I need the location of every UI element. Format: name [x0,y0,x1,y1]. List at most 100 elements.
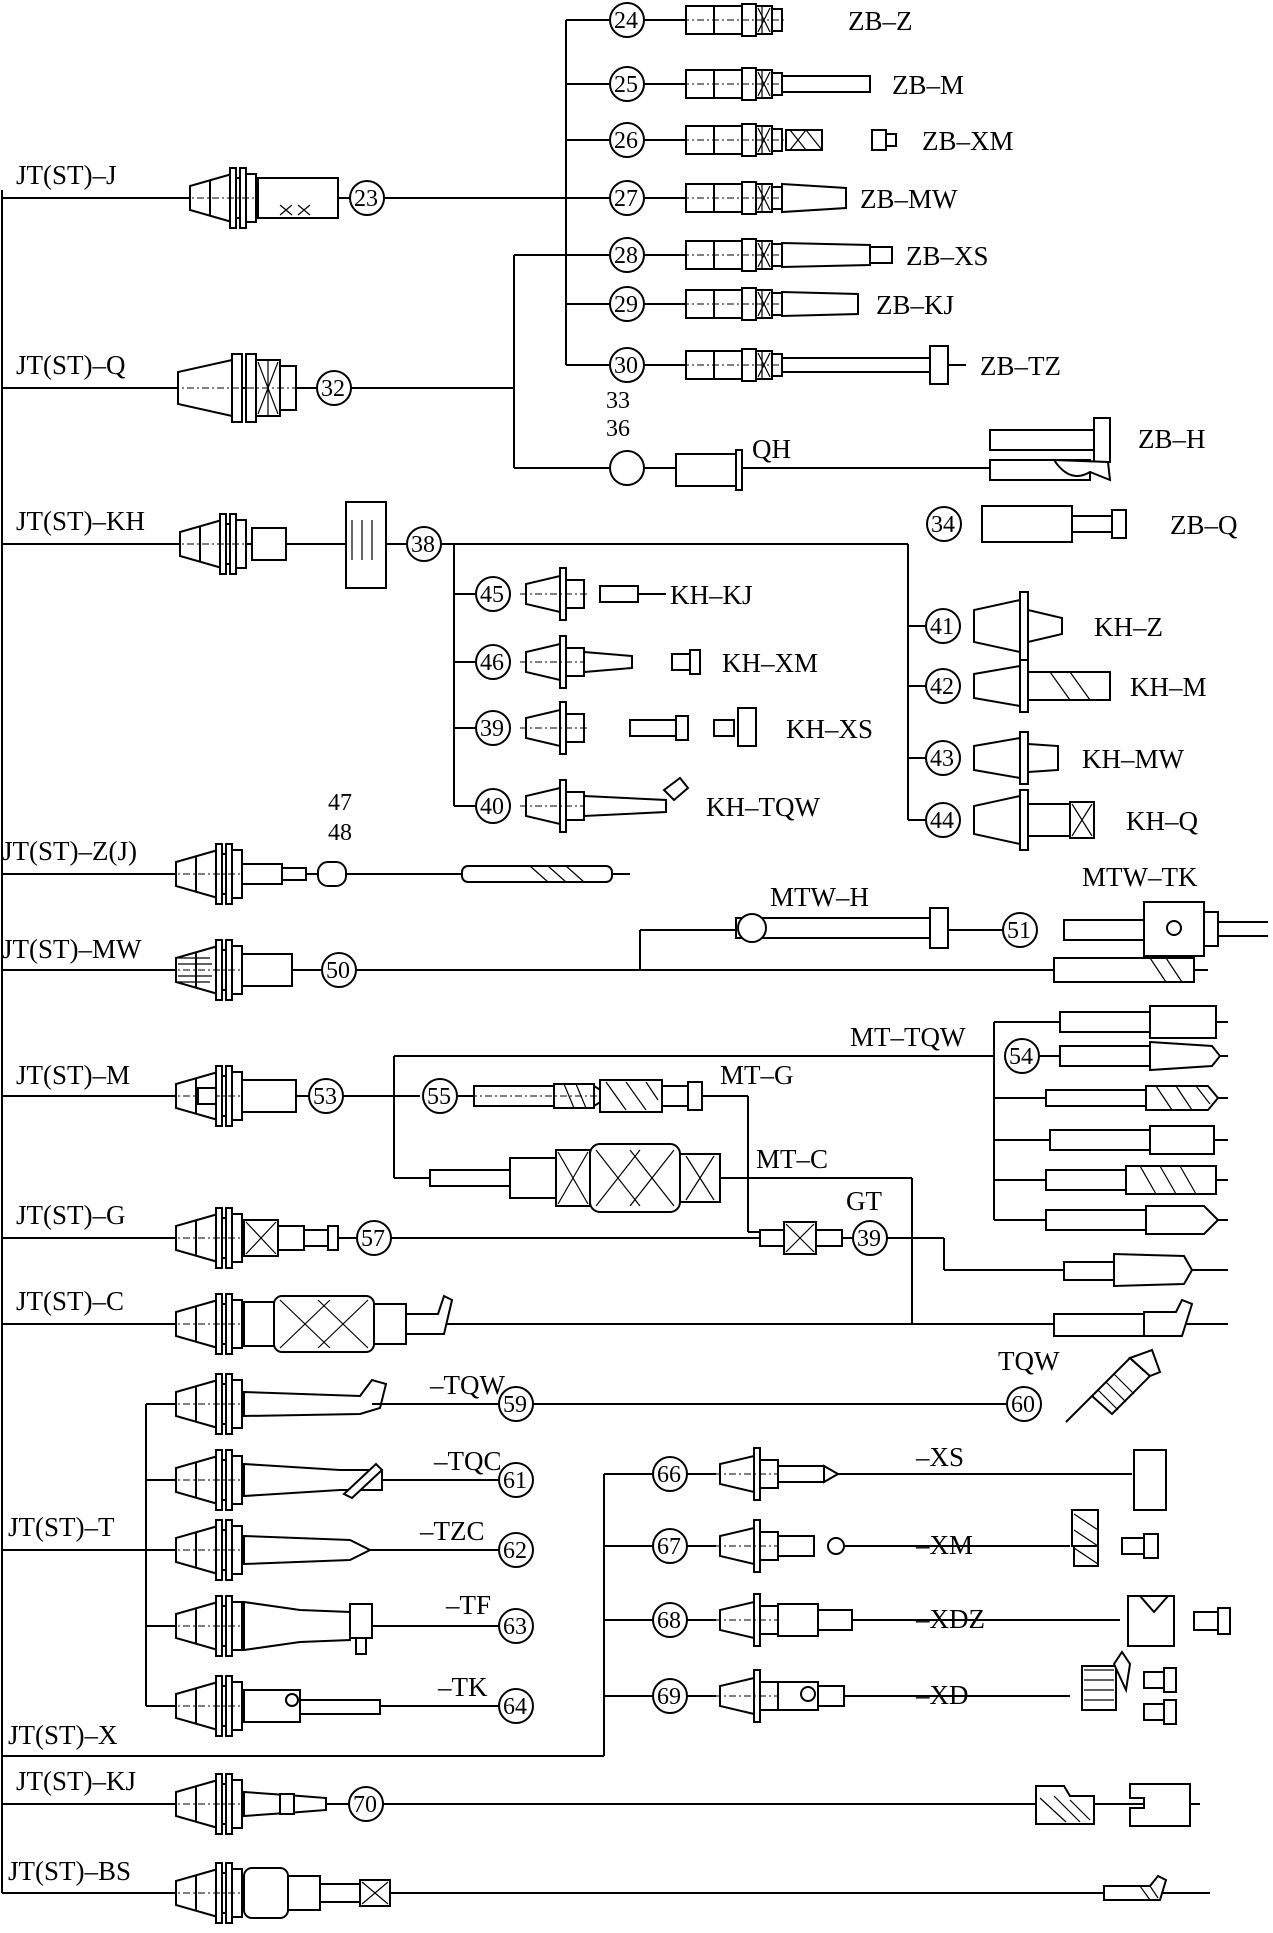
row-kh-xs: 39 KH–XS [454,701,873,755]
family-label: JT(ST)–MW [2,934,142,964]
callout-number: 26 [614,128,638,154]
row-zb-kj: 29 ZB–KJ [566,286,954,322]
tool-code-label: ZB–MW [860,184,958,214]
row-zb-z: 24 ZB–Z [566,2,913,38]
callout-number: 62 [503,1538,527,1564]
family-label: JT(ST)–KH [16,506,145,536]
row-j: JT(ST)–J 23 [2,160,614,229]
callout-number: 27 [614,186,638,212]
tool-code-label: QH [752,434,791,464]
callout-circle [737,913,767,943]
callout-number: 28 [614,243,638,269]
tool-code-label: –TK [437,1672,488,1702]
callout-circle [321,952,357,988]
callout-circle [498,1462,534,1498]
tool-code-label: TQW [998,1346,1060,1376]
tool-code-label: ZB–H [1138,424,1206,454]
row-g: JT(ST)–G 57 39 GT [2,1186,1228,1288]
callout-number: 40 [480,794,504,820]
row-zb-tz: 30 ZB–TZ [566,345,1061,385]
callout-circle [316,370,352,406]
callout-number: 33 [606,388,630,414]
callout-number: 32 [321,376,345,402]
callout-number: 44 [930,808,954,834]
tool-code-label: KH–MW [1082,744,1185,774]
callout-number: 23 [354,186,378,212]
row-kh-xm: 46 KH–XM [454,635,818,689]
callout-circle [475,576,511,612]
row-kh: JT(ST)–KH 38 [2,501,909,820]
family-label: JT(ST)–J [16,160,117,190]
callout-number: 60 [1011,1392,1035,1418]
callout-circle [800,1686,816,1702]
callout-number: 67 [657,1534,681,1560]
callout-circle [925,802,961,838]
callout-number: 54 [1009,1044,1033,1070]
row-zb-mw: 27 ZB–MW [609,180,958,216]
family-label: JT(ST)–Q [16,350,126,380]
callout-number: 66 [657,1462,681,1488]
row-zb-m: 25 ZB–M [566,66,964,102]
row-m: JT(ST)–M 53 55 MT–G MT–C [2,1055,1228,1325]
callout-number: 46 [480,650,504,676]
tool-code-label: MTW–H [770,882,869,912]
tool-code-label: MT–C [756,1144,828,1174]
callout-number: 69 [657,1684,681,1710]
tool-code-label: MT–G [720,1060,794,1090]
callout-number: 59 [503,1392,527,1418]
callout-number: 57 [361,1226,385,1252]
callout-number: 64 [503,1694,527,1720]
tool-code-label: –TQC [433,1446,502,1476]
tool-code-label: ZB–Z [848,6,913,36]
callout-number: 48 [328,820,352,846]
callout-circle [925,740,961,776]
tool-code-label: KH–KJ [670,580,753,610]
callout-number: 41 [930,614,954,640]
callout-circle [475,788,511,824]
callout-circle [348,1786,384,1822]
row-mw: JT(ST)–MW 50 MTW–H 51 MTW–TK [2,862,1268,1001]
callout-number: 53 [313,1084,337,1110]
callout-circle [308,1078,344,1114]
callout-circle [926,506,962,542]
callout-circle [1166,920,1182,936]
tool-code-label: –XS [915,1442,964,1472]
callout-circle [827,1537,845,1555]
callout-number: 51 [1007,918,1031,944]
tool-code-label: MT–TQW [850,1022,966,1052]
callout-circle [609,180,645,216]
row-zb-xm: 26 ZB–XM [566,122,1014,158]
tool-code-label: GT [846,1186,882,1216]
family-label: JT(ST)–G [16,1200,126,1230]
callout-number: 50 [326,958,350,984]
callout-number: 36 [606,416,630,442]
row-kh-kj: 45 KH–KJ [454,567,753,621]
row-bs: JT(ST)–BS [2,1856,1210,1924]
callout-circle [609,450,645,486]
callout-number: 47 [328,790,352,816]
tool-code-label: ZB–KJ [876,290,954,320]
callout-number: 55 [427,1084,451,1110]
tool-code-label: KH–M [1130,672,1207,702]
callout-number: 38 [411,532,435,558]
row-kh-z: 41 KH–Z [908,591,1163,661]
callout-circle [475,710,511,746]
row-zj: JT(ST)–Z(J) 47 48 [2,790,630,905]
mt-tqw-stack: MT–TQW 54 [850,1005,1228,1235]
row-kh-q: 44 KH–Q [908,789,1198,851]
row-c: JT(ST)–C [2,1286,1210,1355]
tool-code-label: ZB–M [892,70,964,100]
row-zb-xs: 28 ZB–XS [566,237,989,273]
tool-code-label: KH–Q [1126,806,1198,836]
callout-circle [925,608,961,644]
callout-number: 68 [657,1608,681,1634]
tool-code-label: –TZC [419,1516,485,1546]
callout-number: 29 [614,292,638,318]
callout-circle [1006,1386,1042,1422]
tool-code-label: ZB–Q [1170,510,1238,540]
tool-code-label: KH–TQW [706,792,820,822]
tool-code-label: ZB–XM [922,126,1014,156]
callout-number: 39 [480,716,504,742]
callout-number: 70 [353,1792,377,1818]
